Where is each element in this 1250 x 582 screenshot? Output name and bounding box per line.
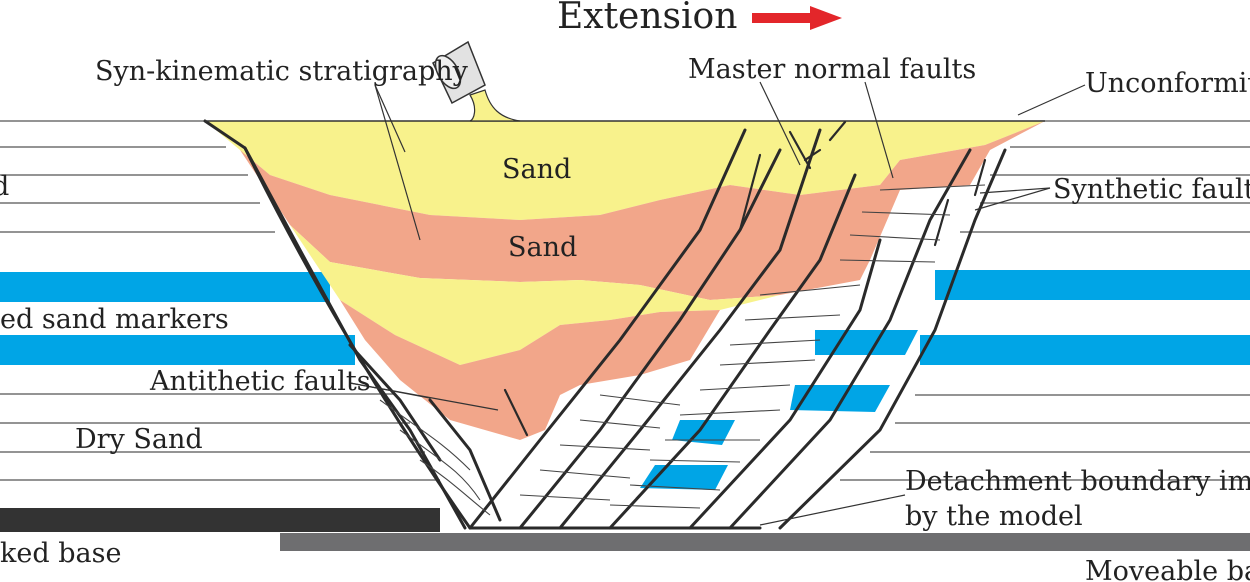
label-sand-markers: ed sand markers [0,304,229,335]
label-antithetic-faults: Antithetic faults [149,366,371,397]
blue-marker-left-upper [0,272,330,302]
diagram-title: Extension [557,0,737,37]
basin-yellow-2 [290,225,780,365]
label-detachment-line1: Detachment boundary impo [905,466,1250,497]
minor-faults [503,120,987,437]
label-moveable-base: Moveable bas [1085,556,1250,582]
label-synthetic-faults: Synthetic faults [1053,174,1250,205]
label-sand-upper: Sand [502,154,571,185]
right-layer-lines [840,120,1250,481]
label-detachment-line2: by the model [905,501,1083,532]
label-master-faults: Master normal faults [688,54,976,85]
label-dry-sand: Dry Sand [75,424,203,455]
fault-lines [203,119,1007,530]
label-fixed-base: ked base [0,538,121,569]
basin-yellow-top [205,121,1045,220]
blue-marker-right-lower [920,335,1250,365]
label-syn-kinematic: Syn-kinematic stratigraphy [95,56,469,87]
label-left-cut: d [0,171,9,202]
blue-marker-right-upper [935,270,1250,300]
blue-block-2 [790,385,890,412]
blue-marker-left-lower [0,335,355,365]
blue-block-3 [672,420,735,445]
pouring-bucket-icon [432,40,521,122]
fixed-base-plate [0,508,440,532]
basin-salmon-1 [240,121,1045,300]
arrow-right-icon [752,6,842,30]
label-sand-lower: Sand [508,232,577,263]
moveable-base-plate [280,533,1250,551]
blue-block-1 [815,330,918,355]
internal-bedding [379,184,986,516]
label-unconformity: Unconformity [1085,68,1250,99]
left-layer-lines [0,120,440,481]
leader-lines [349,81,1086,526]
